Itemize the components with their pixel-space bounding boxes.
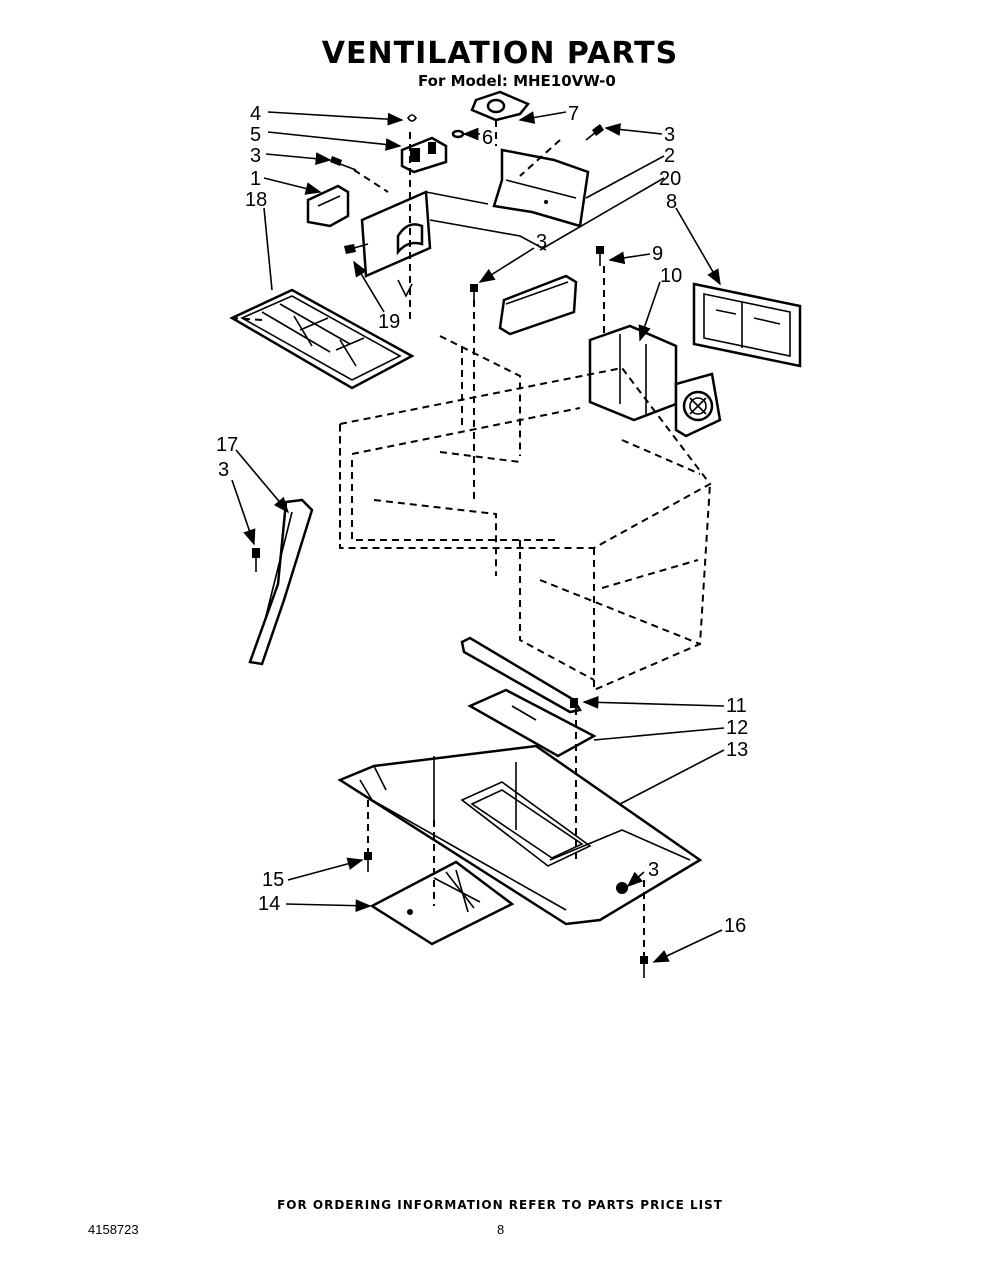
part-3-screw-upper-right	[585, 124, 604, 141]
part-14-lens	[369, 860, 515, 946]
callout-3-b: 3	[664, 124, 675, 146]
callout-1: 1	[250, 168, 261, 190]
part-18-grille	[229, 288, 415, 390]
callout-20: 20	[659, 168, 681, 190]
page-number: 8	[497, 1222, 505, 1237]
callout-6: 6	[482, 127, 493, 149]
part-15-screw	[364, 852, 372, 872]
callout-19: 19	[378, 311, 400, 333]
callout-7: 7	[568, 103, 579, 125]
callout-17: 17	[216, 434, 238, 456]
part-3-screw-center	[470, 284, 478, 300]
part-4-clip	[407, 114, 417, 122]
model-subtitle: For Model: MHE10VW-0	[418, 72, 616, 90]
callout-10: 10	[660, 265, 682, 287]
page-title: VENTILATION PARTS	[321, 36, 679, 71]
callout-4: 4	[250, 103, 261, 125]
leader-lines	[231, 111, 725, 963]
part-9-screw	[596, 246, 604, 266]
callout-15: 15	[262, 869, 284, 891]
callout-11: 11	[726, 695, 747, 717]
callout-13: 13	[726, 739, 748, 761]
callout-3-e: 3	[648, 859, 659, 881]
part-2-plate	[492, 148, 590, 228]
part-20-housing	[360, 190, 578, 336]
callout-18: 18	[245, 189, 267, 211]
callout-3-c: 3	[536, 231, 547, 253]
callout-3-d: 3	[218, 459, 229, 481]
callout-8: 8	[666, 191, 677, 213]
callout-9: 9	[652, 243, 663, 265]
assembly-lines	[231, 120, 645, 956]
callout-12: 12	[726, 717, 748, 739]
ordering-note: FOR ORDERING INFORMATION REFER TO PARTS …	[277, 1198, 723, 1212]
callout-3-a: 3	[250, 145, 261, 167]
part-5-bracket	[400, 136, 448, 174]
part-3-screw-left	[252, 548, 260, 572]
part-11-latch	[460, 636, 582, 714]
part-6-pin	[451, 129, 465, 139]
callout-5: 5	[250, 124, 261, 146]
part-17-vent-strip	[248, 498, 314, 666]
callout-14: 14	[258, 893, 280, 915]
callout-16: 16	[724, 915, 746, 937]
part-19-screw	[344, 243, 369, 254]
callout-2: 2	[664, 145, 675, 167]
document-number: 4158723	[88, 1222, 139, 1237]
part-1-bracket	[306, 184, 350, 228]
callout-labels: 4 5 3 1 18 7 6 3 2 20 8 3 9 10 19 17 3 1…	[216, 103, 748, 937]
part-13-bottom-panel	[337, 744, 703, 926]
cabinet-frame	[339, 335, 712, 692]
part-10-blower	[588, 324, 722, 438]
part-8-filter-frame	[692, 282, 802, 368]
part-3-screw-bottom	[616, 882, 628, 894]
part-16-screw	[640, 956, 648, 978]
part-12-filter-pad	[467, 688, 597, 758]
part-3-screw-upper-left	[330, 156, 357, 171]
part-7-cap	[470, 90, 531, 122]
